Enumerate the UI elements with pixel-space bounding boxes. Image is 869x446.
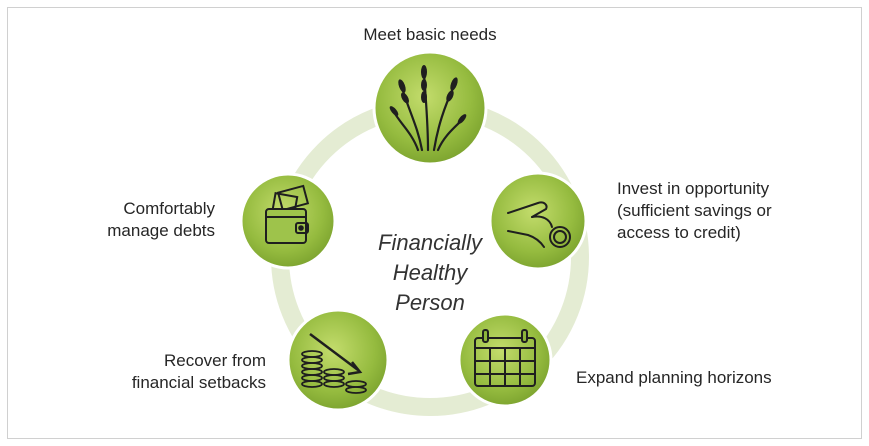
- node-recover-from-setbacks: [286, 308, 390, 412]
- label-line: Comfortably: [123, 199, 215, 218]
- label-line: Recover from: [163, 351, 266, 370]
- label-meet-basic-needs: Meet basic needs: [330, 24, 530, 46]
- center-title-line1: Financially: [378, 230, 482, 255]
- label-line: Invest in opportunity: [617, 179, 770, 198]
- diagram-frame: [7, 7, 862, 439]
- wallet-icon: [265, 184, 310, 244]
- label-line: financial setbacks: [131, 373, 266, 392]
- falling-coins-icon: [301, 333, 367, 394]
- label-manage-debts: Comfortably manage debts: [70, 198, 215, 242]
- label-line: Meet basic needs: [363, 25, 497, 44]
- label-expand-planning-horizons: Expand planning horizons: [576, 367, 772, 389]
- label-line: (sufficient savings or: [617, 201, 772, 220]
- calendar-icon: [474, 329, 536, 387]
- node-meet-basic-needs: [372, 50, 488, 166]
- node-invest-in-opportunity: [488, 171, 588, 271]
- node-expand-planning-horizons: [457, 312, 553, 408]
- center-title: Financially Healthy Person: [330, 228, 530, 318]
- label-line: access to credit): [617, 223, 741, 242]
- label-invest-in-opportunity: Invest in opportunity (sufficient saving…: [617, 178, 772, 244]
- label-recover-from-setbacks: Recover from financial setbacks: [100, 350, 266, 394]
- label-line: manage debts: [107, 221, 215, 240]
- wheat-icon: [389, 65, 467, 152]
- center-title-line2: Healthy: [392, 260, 468, 285]
- node-manage-debts: [239, 172, 337, 270]
- label-line: Expand planning horizons: [576, 368, 772, 387]
- center-title-line3: Person: [395, 290, 465, 315]
- hand-coin-icon: [507, 201, 571, 248]
